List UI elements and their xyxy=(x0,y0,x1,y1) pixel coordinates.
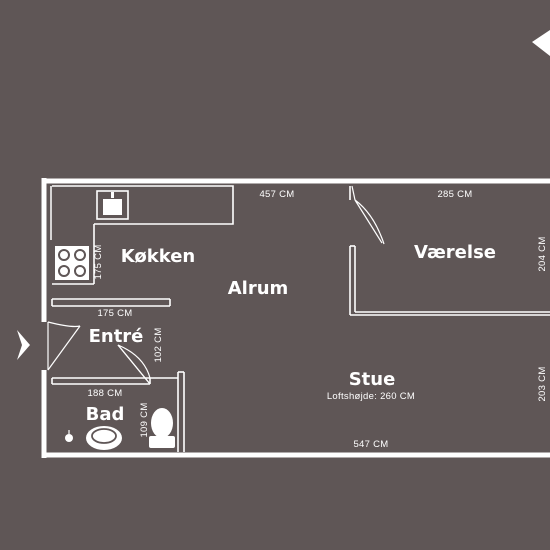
dim-vaerelse-width: 285 CM xyxy=(437,189,472,200)
dim-kitchen-depth: 175 CM xyxy=(93,244,104,279)
kitchen-sink-icon xyxy=(96,190,129,220)
dim-entre-width: 175 CM xyxy=(97,308,132,319)
dim-entre-depth: 102 CM xyxy=(153,327,164,362)
stove-icon xyxy=(55,246,89,280)
kitchen-entre-wall xyxy=(51,298,171,307)
dim-total-width: 547 CM xyxy=(353,439,388,450)
room-label-kitchen: Køkken xyxy=(121,246,195,267)
dim-stue-depth: 203 CM xyxy=(537,366,548,401)
floor-drain-icon xyxy=(65,430,73,442)
dim-bad-depth: 109 CM xyxy=(139,402,150,437)
washbasin-icon xyxy=(86,426,122,450)
kitchen-counter xyxy=(52,185,234,285)
toilet-icon xyxy=(149,408,175,448)
bathroom-walls xyxy=(51,344,185,452)
entrance-chevron-icon xyxy=(17,330,30,360)
dim-bad-width: 188 CM xyxy=(87,388,122,399)
room-label-bad: Bad xyxy=(86,404,125,425)
room-label-vaerelse: Værelse xyxy=(414,242,496,263)
room-label-entre: Entré xyxy=(89,326,144,347)
dim-vaerelse-depth: 204 CM xyxy=(537,236,548,271)
dim-alrum-width: 457 CM xyxy=(259,189,294,200)
ceiling-height-label: Loftshøjde: 260 CM xyxy=(327,391,415,402)
north-arrow-icon xyxy=(532,30,550,56)
entrance-door xyxy=(47,321,81,371)
bedroom-walls xyxy=(349,185,550,316)
room-label-stue: Stue xyxy=(349,369,396,390)
outer-walls xyxy=(41,178,550,458)
room-label-alrum: Alrum xyxy=(228,278,289,299)
